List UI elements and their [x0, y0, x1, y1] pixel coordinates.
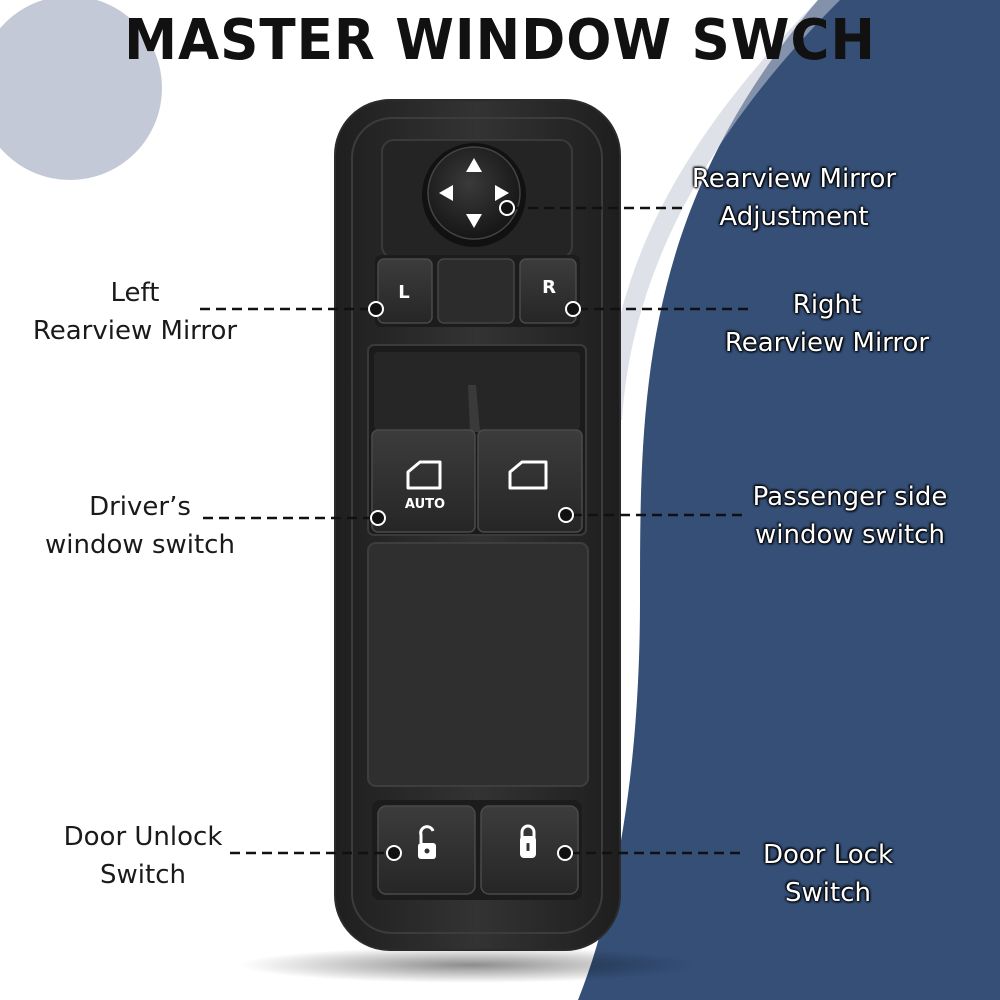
callout-line: Door Lock	[762, 840, 894, 870]
callout-line: Right	[792, 290, 862, 320]
dot-left-mirror	[368, 301, 384, 317]
callout-line: Rearview Mirror	[691, 164, 897, 194]
callout-line: Passenger side	[752, 482, 948, 512]
callout-line: window switch	[45, 530, 235, 560]
left-mirror-button[interactable]: L	[377, 258, 433, 324]
page-title: MASTER WINDOW SWCH	[124, 8, 876, 73]
arrow-up-icon	[466, 158, 482, 172]
mirror-center-blank	[437, 258, 515, 324]
callout-leaders	[200, 206, 748, 855]
dot-mirror-adjustment	[499, 200, 515, 216]
callout-door-lock-switch: Door Lock Switch	[740, 836, 916, 912]
dot-right-mirror	[565, 301, 581, 317]
armrest-pad	[367, 542, 589, 787]
arrow-down-icon	[466, 214, 482, 228]
door-unlock-switch[interactable]	[377, 805, 476, 895]
unlock-icon	[418, 825, 436, 859]
door-lock-switch[interactable]	[480, 805, 579, 895]
passenger-window-switch[interactable]	[477, 429, 583, 533]
master-window-switch-panel: L R AUTO	[334, 99, 621, 951]
callout-door-unlock-switch: Door Unlock Switch	[50, 818, 236, 894]
callout-line: Rearview Mirror	[32, 316, 238, 346]
callout-line: window switch	[755, 520, 945, 550]
window-icon	[508, 460, 548, 490]
callout-right-rearview-mirror: Right Rearview Mirror	[712, 286, 942, 362]
callout-dots	[368, 200, 581, 861]
auto-label: AUTO	[405, 497, 445, 512]
rearview-mirror-adjustment-knob[interactable]	[422, 143, 526, 247]
callout-line: Driver’s	[89, 492, 191, 522]
callout-left-rearview-mirror: Left Rearview Mirror	[20, 274, 250, 350]
callout-line: Left	[110, 278, 160, 308]
callout-line: Rearview Mirror	[724, 328, 930, 358]
callout-line: Switch	[785, 878, 871, 908]
right-mirror-label: R	[542, 277, 556, 298]
dot-door-lock	[557, 845, 573, 861]
window-icon	[406, 460, 442, 490]
navy-background-shape	[578, 0, 1000, 1000]
callout-line: Door Unlock	[63, 822, 223, 852]
right-mirror-button[interactable]: R	[519, 258, 577, 324]
left-mirror-label: L	[398, 282, 409, 303]
lock-icon	[520, 824, 536, 858]
callout-rearview-mirror-adjustment: Rearview Mirror Adjustment	[676, 160, 912, 236]
callout-passenger-window-switch: Passenger side window switch	[744, 478, 956, 554]
panel-shadow	[240, 947, 700, 983]
arrow-left-icon	[439, 185, 453, 201]
dot-door-unlock	[386, 845, 402, 861]
callout-line: Adjustment	[719, 202, 869, 232]
callout-line: Switch	[100, 860, 186, 890]
arrow-right-icon	[495, 185, 509, 201]
dot-passenger-window	[558, 507, 574, 523]
light-background-circle	[0, 0, 162, 180]
callout-drivers-window-switch: Driver’s window switch	[30, 488, 250, 564]
drivers-window-switch[interactable]: AUTO	[371, 429, 476, 533]
dot-drivers-window	[370, 510, 386, 526]
